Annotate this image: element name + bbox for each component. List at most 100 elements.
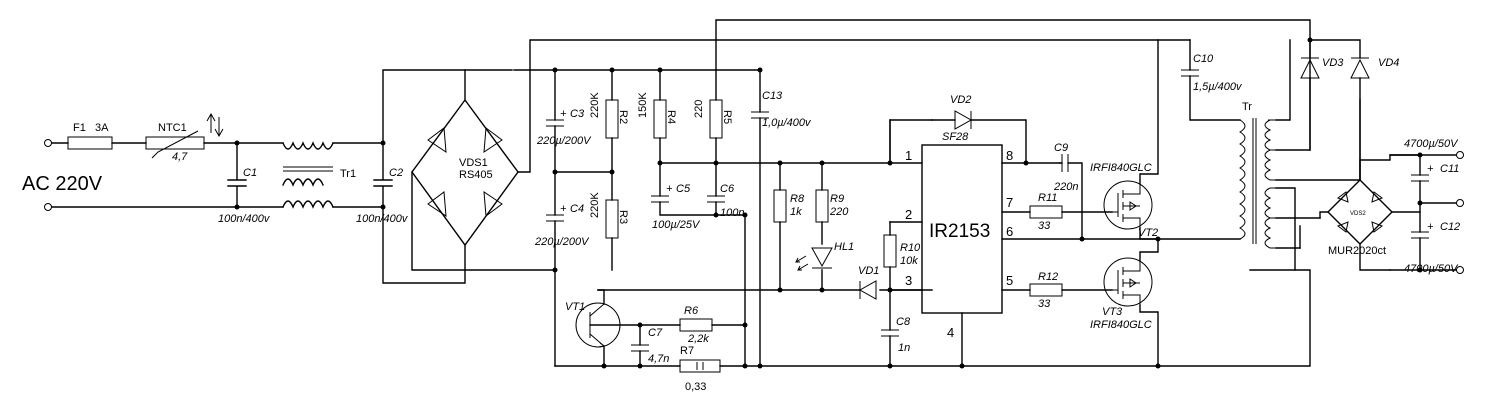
r6-value: 2,2k [687, 333, 709, 345]
c8-value: 1n [898, 342, 910, 354]
r8-resistor [773, 189, 787, 223]
vt2-mosfet: IRFI840GLC VT2 [1090, 39, 1161, 242]
vt2-ref: VT2 [1138, 227, 1158, 239]
hl1-ref: HL1 [834, 241, 854, 253]
aux-rectifier: VD3 VD4 [1300, 37, 1399, 181]
vds2-diodes-icon [1336, 191, 1384, 233]
c1-ref: C1 [243, 167, 257, 179]
r2-value: 220K [589, 92, 601, 118]
c10-value: 1,5µ/400v [1193, 81, 1243, 93]
c13-ref: C13 [762, 90, 783, 102]
fuse-value: 3A [95, 122, 109, 134]
r11-resistor [1029, 205, 1063, 219]
c7-ref: C7 [648, 327, 663, 339]
ic-pin-5: 5 [1006, 273, 1013, 288]
vt2-part: IRFI840GLC [1090, 162, 1152, 174]
c2-capacitor: C2 100n/400v [356, 69, 466, 284]
c3-value: 220µ/200V [536, 135, 592, 147]
vt2-symbol-icon [1112, 184, 1141, 228]
vt3-part: IRFI840GLC [1090, 319, 1152, 331]
vt3-mosfet: VT3 IRFI840GLC [1090, 238, 1159, 367]
c12-plus: + [1427, 221, 1434, 233]
tr1-ref: Tr1 [340, 168, 356, 180]
vds2-part: MUR2020ct [1328, 245, 1386, 257]
bridge-diode-3 [427, 191, 447, 217]
vd4-diode-icon [1350, 57, 1370, 79]
r4-resistor [653, 99, 667, 139]
c13-value: 1,0µ/400v [762, 117, 812, 129]
vt3-ref: VT3 [1102, 306, 1123, 318]
ntc1-ref: NTC1 [158, 122, 187, 134]
r8-value: 1k [790, 206, 802, 218]
ic-pin-3: 3 [905, 273, 912, 288]
hv-rail: + C3 220µ/200V + C4 220µ/200V 220K R2 22… [534, 19, 1311, 367]
r3-resistor [605, 199, 619, 239]
ic-pin-2: 2 [905, 207, 912, 222]
output-terminal-neg [1456, 266, 1464, 274]
c4-ref: C4 [570, 203, 584, 215]
r4-value: 150K [637, 92, 649, 118]
ic-pin-7: 7 [1006, 195, 1013, 210]
r7-value: 0,33 [685, 381, 706, 393]
c6-value: 100n [720, 207, 744, 219]
vd2-part: SF28 [942, 131, 969, 143]
c5-plus: + [666, 183, 673, 195]
c2-ref: C2 [389, 167, 403, 179]
r8-ref: R8 [790, 193, 805, 205]
vd1-diode-icon [858, 280, 877, 300]
c5-ref: C5 [676, 183, 691, 195]
output-terminal-gnd [1456, 199, 1464, 207]
gate-resistors: R11 33 R12 33 [1029, 192, 1113, 310]
c6-ref: C6 [720, 183, 735, 195]
vds1-ref: VDS1 [459, 157, 488, 169]
temperature-arrows-icon [206, 112, 224, 138]
r9-value: 220 [829, 206, 849, 218]
input-terminal-top [44, 139, 52, 147]
r2-resistor [605, 99, 619, 139]
vd4-ref: VD4 [1378, 57, 1399, 69]
r9-ref: R9 [830, 193, 844, 205]
r4-ref: R4 [665, 110, 677, 124]
ic-ref: IR2153 [929, 221, 990, 242]
fuse-f1 [67, 136, 113, 150]
r6-ref: R6 [684, 305, 699, 317]
r7-ref: R7 [680, 345, 694, 357]
r5-value: 220 [693, 100, 705, 118]
r12-ref: R12 [1038, 271, 1058, 283]
c9-ref: C9 [1054, 142, 1068, 154]
r11-value: 33 [1038, 220, 1051, 232]
vds2-output-bridge: VDS2 MUR2020ct [1299, 154, 1421, 271]
output-transformer: C10 1,5µ/400v Tr [1157, 39, 1361, 271]
vd3-ref: VD3 [1322, 57, 1344, 69]
ic-pin-8: 8 [1006, 148, 1013, 163]
tr-ref: Tr [1242, 101, 1252, 113]
timing-rc: R10 10k C8 1n [881, 221, 921, 369]
ac-input-section: AC 220V F1 3A NTC1 4,7 C1 100n/400v [22, 112, 284, 225]
vd2-bootstrap-diode: VD2 SF28 [889, 94, 1029, 166]
r3-ref: R3 [617, 210, 629, 224]
bridge-diode-1 [427, 127, 447, 153]
c9-value: 220n [1053, 181, 1078, 193]
bridge-diode-4 [483, 191, 503, 217]
ic-pin-4: 4 [947, 325, 954, 340]
indicator-section: R8 1k R9 220 HL1 VD1 [597, 162, 933, 300]
vd2-ref: VD2 [950, 94, 971, 106]
r5-resistor [709, 99, 723, 139]
c11-plus: + [1427, 163, 1434, 175]
c5-value: 100µ/25V [652, 219, 701, 231]
vt1-ref: VT1 [565, 301, 585, 313]
c3-plus: + [560, 108, 567, 120]
output-terminal-pos [1456, 151, 1464, 159]
r3-value: 220K [589, 192, 601, 218]
r11-ref: R11 [1038, 192, 1057, 204]
primary-winding [1239, 119, 1246, 240]
output-filter: 4700µ/50V + C11 + C12 4700µ/50V [1389, 138, 1464, 275]
r10-value: 10k [900, 255, 918, 267]
r5-ref: R5 [721, 110, 733, 124]
r6-resistor [679, 318, 713, 332]
c3-ref: C3 [570, 108, 585, 120]
vd2-diode-icon [954, 110, 973, 130]
vds2-ref: VDS2 [1350, 211, 1366, 217]
secondary-winding-2 [1264, 187, 1272, 249]
